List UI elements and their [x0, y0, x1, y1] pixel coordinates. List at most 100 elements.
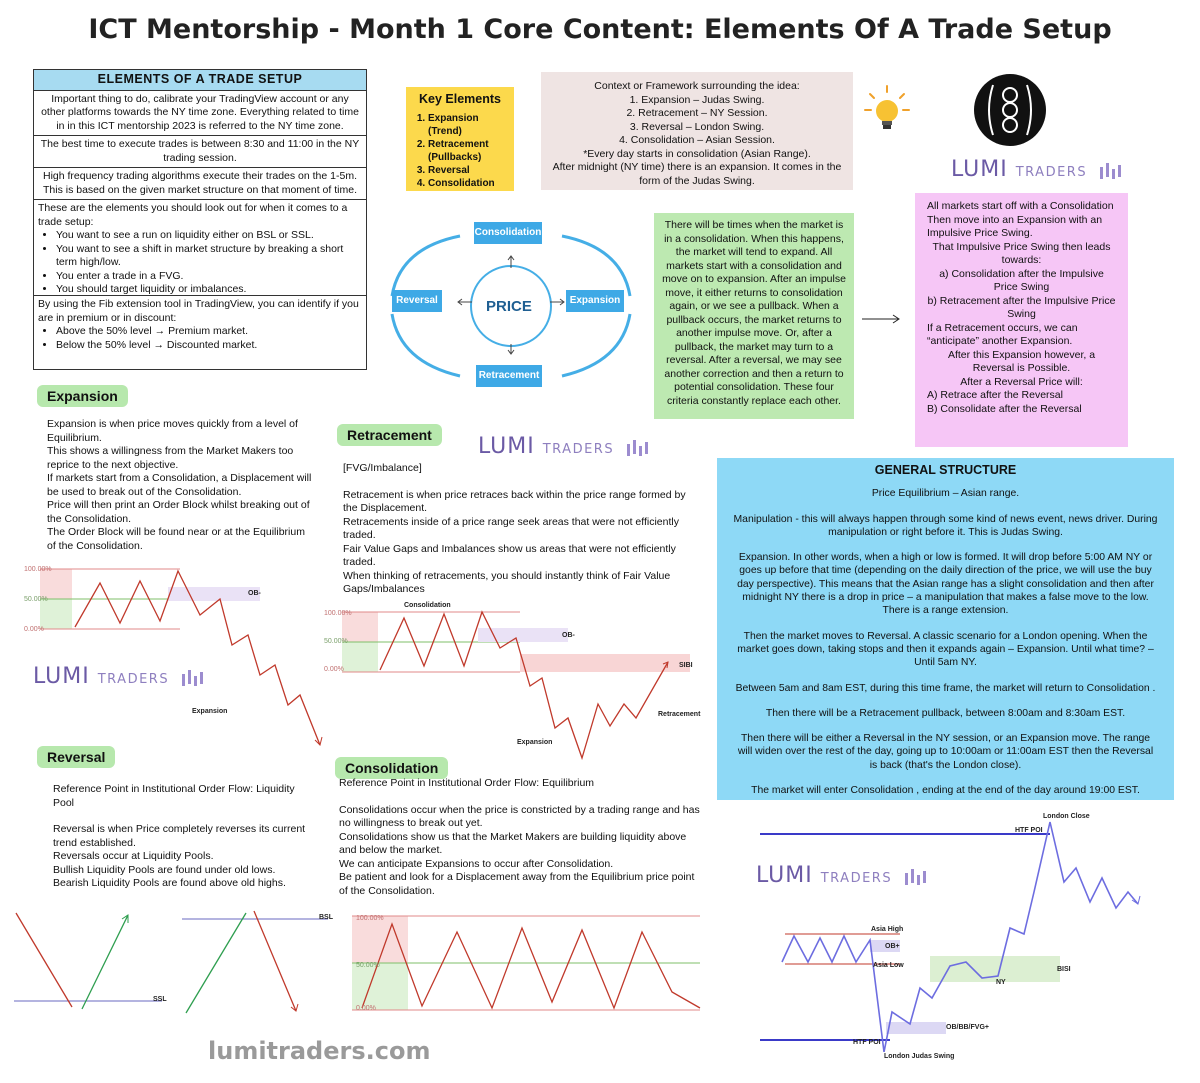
list-item: You should target liquidity or imbalance…	[56, 283, 362, 297]
cycle-center-label: PRICE	[486, 298, 532, 315]
list-item: Above the 50% level → Premium market.	[56, 325, 362, 339]
structure-chart	[760, 821, 1141, 1052]
elements-list: You want to see a run on liquidity eithe…	[38, 229, 362, 297]
context-line: After midnight (NY time) there is an exp…	[552, 161, 842, 187]
general-para: Manipulation - this will always happen t…	[733, 513, 1158, 538]
retracement-line: Retracements inside of a price range see…	[343, 515, 679, 542]
expansion-fib-mid: 50.00%	[24, 596, 48, 603]
general-para: Expansion. In other words, when a high o…	[737, 552, 1154, 617]
elements-list-section: These are the elements you should look o…	[34, 200, 366, 296]
retracement-ob-label: OB-	[562, 632, 575, 639]
reversal-text: Reference Point in Institutional Order F…	[53, 783, 315, 891]
fib-intro: By using the Fib extension tool in Tradi…	[38, 298, 359, 324]
context-line: 4. Consolidation – Asian Session.	[619, 134, 775, 146]
traders-text: TRADERS	[820, 871, 893, 886]
expansion-fib-low: 0.00%	[24, 626, 44, 633]
violet-p1: All markets start off with a Consolidati…	[927, 200, 1114, 239]
elements-box: ELEMENTS OF A TRADE SETUP Important thin…	[33, 69, 367, 370]
key-elements-list: Expansion (Trend) Retracement (Pullbacks…	[414, 112, 506, 190]
expansion-line: This shows a willingness from the Market…	[47, 445, 294, 471]
lumi-text: LUMI	[33, 664, 90, 689]
general-para: Between 5am and 8am EST, during this tim…	[735, 682, 1156, 694]
elements-list-intro: These are the elements you should look o…	[38, 202, 348, 228]
expansion-fib-top: 100.00%	[24, 566, 52, 573]
violet-p3: If a Retracement occurs, we can “anticip…	[927, 321, 1078, 348]
structure-htf-poi-top: HTF POI	[1015, 827, 1043, 834]
retracement-retracement-label: Retracement	[658, 711, 701, 718]
context-box: Context or Framework surrounding the ide…	[541, 72, 853, 190]
violet-B: B) Consolidate after the Reversal	[927, 402, 1082, 415]
cycle-explanation-box: There will be times when the market is i…	[654, 213, 854, 419]
consolidation-fib-mid: 50.00%	[356, 962, 380, 969]
reversal-ref: Reference Point in Institutional Order F…	[53, 783, 295, 809]
reversal-charts	[14, 910, 328, 1014]
structure-asia-high: Asia High	[871, 926, 904, 933]
general-structure-box: GENERAL STRUCTURE Price Equilibrium – As…	[717, 458, 1174, 800]
expansion-chart-label: Expansion	[192, 708, 228, 715]
consolidation-line: Consolidations occur when the price is c…	[339, 803, 700, 830]
list-item: Below the 50% level → Discounted market.	[56, 339, 362, 353]
expansion-chart	[40, 568, 323, 746]
retracement-tag: [FVG/Imbalance]	[343, 462, 422, 474]
structure-ny: NY	[996, 979, 1006, 986]
reversal-ssl-label: SSL	[153, 996, 167, 1003]
expansion-line: Price will then print an Order Block whi…	[47, 499, 310, 525]
elements-hft: High frequency trading algorithms execut…	[34, 168, 366, 200]
traders-text: TRADERS	[542, 442, 615, 457]
general-title: GENERAL STRUCTURE	[874, 463, 1017, 477]
expansion-label: Expansion	[37, 385, 128, 407]
lumi-text: LUMI	[478, 434, 535, 459]
structure-asia-low: Asia Low	[873, 962, 904, 969]
structure-judas: London Judas Swing	[884, 1053, 955, 1060]
reversal-line: Bullish Liquidity Pools are found under …	[53, 863, 276, 876]
retracement-fib-low: 0.00%	[324, 666, 344, 673]
list-item: You enter a trade in a FVG.	[56, 270, 362, 284]
lumi-text: LUMI	[951, 157, 1008, 182]
general-para: Price Equilibrium – Asian range.	[871, 488, 1020, 500]
cycle-reversal-label: Reversal	[392, 290, 442, 312]
general-para: Then the market moves to Reversal. A cla…	[737, 630, 1154, 669]
retracement-text: [FVG/Imbalance] Retracement is when pric…	[343, 462, 703, 597]
website-footer: lumitraders.com	[208, 1037, 431, 1065]
expansion-line: The Order Block will be found near or at…	[47, 526, 305, 552]
list-item: You want to see a run on liquidity eithe…	[56, 229, 362, 243]
list-item: Reversal	[428, 164, 506, 177]
elements-intro: Important thing to do, calibrate your Tr…	[34, 91, 366, 136]
reversal-line: Bearish Liquidity Pools are found above …	[53, 877, 286, 889]
lumi-logo-retracement: LUMI TRADERS	[478, 434, 651, 460]
consolidation-text: Reference Point in Institutional Order F…	[339, 777, 701, 898]
retracement-line: When thinking of retracements, you shoul…	[343, 569, 671, 596]
key-elements-box: Key Elements Expansion (Trend) Retraceme…	[406, 87, 514, 191]
consolidation-chart	[352, 915, 701, 1011]
lumi-emblem-icon	[974, 74, 1046, 146]
retracement-chart	[342, 610, 690, 761]
consolidation-label: Consolidation	[335, 757, 449, 779]
retracement-label: Retracement	[337, 424, 442, 446]
arrow-right-icon	[862, 314, 900, 324]
general-para: The market will enter Consolidation , en…	[751, 785, 1140, 797]
expansion-line: If markets start from a Consolidation, a…	[47, 472, 312, 498]
list-item: Retracement (Pullbacks)	[428, 138, 506, 164]
structure-htf-poi-bottom: HTF POI	[853, 1039, 881, 1046]
structure-bisi: BISI	[1057, 966, 1071, 973]
violet-p5: After a Reversal Price will:	[960, 375, 1083, 388]
fib-section: By using the Fib extension tool in Tradi…	[34, 296, 366, 354]
retracement-consolidation-label: Consolidation	[404, 602, 451, 609]
context-line: 2. Retracement – NY Session.	[626, 107, 768, 119]
retracement-fib-mid: 50.00%	[324, 638, 348, 645]
traders-text: TRADERS	[97, 672, 170, 687]
violet-A: A) Retrace after the Reversal	[927, 389, 1063, 401]
market-phases-box: All markets start off with a Consolidati…	[915, 193, 1128, 447]
consolidation-fib-low: 0.00%	[356, 1005, 376, 1012]
traders-text: TRADERS	[1015, 165, 1088, 180]
general-para: Then there will be either a Reversal in …	[737, 733, 1154, 771]
list-item: Consolidation	[428, 177, 506, 190]
elements-box-header: ELEMENTS OF A TRADE SETUP	[34, 70, 366, 91]
retracement-line: Retracement is when price retraces back …	[343, 488, 686, 515]
structure-london-close: London Close	[1043, 813, 1090, 820]
candles-icon	[627, 439, 649, 456]
reversal-bsl-label: BSL	[319, 914, 333, 921]
retracement-sibi-label: SIBI	[679, 662, 693, 669]
retracement-expansion-label: Expansion	[517, 739, 553, 746]
